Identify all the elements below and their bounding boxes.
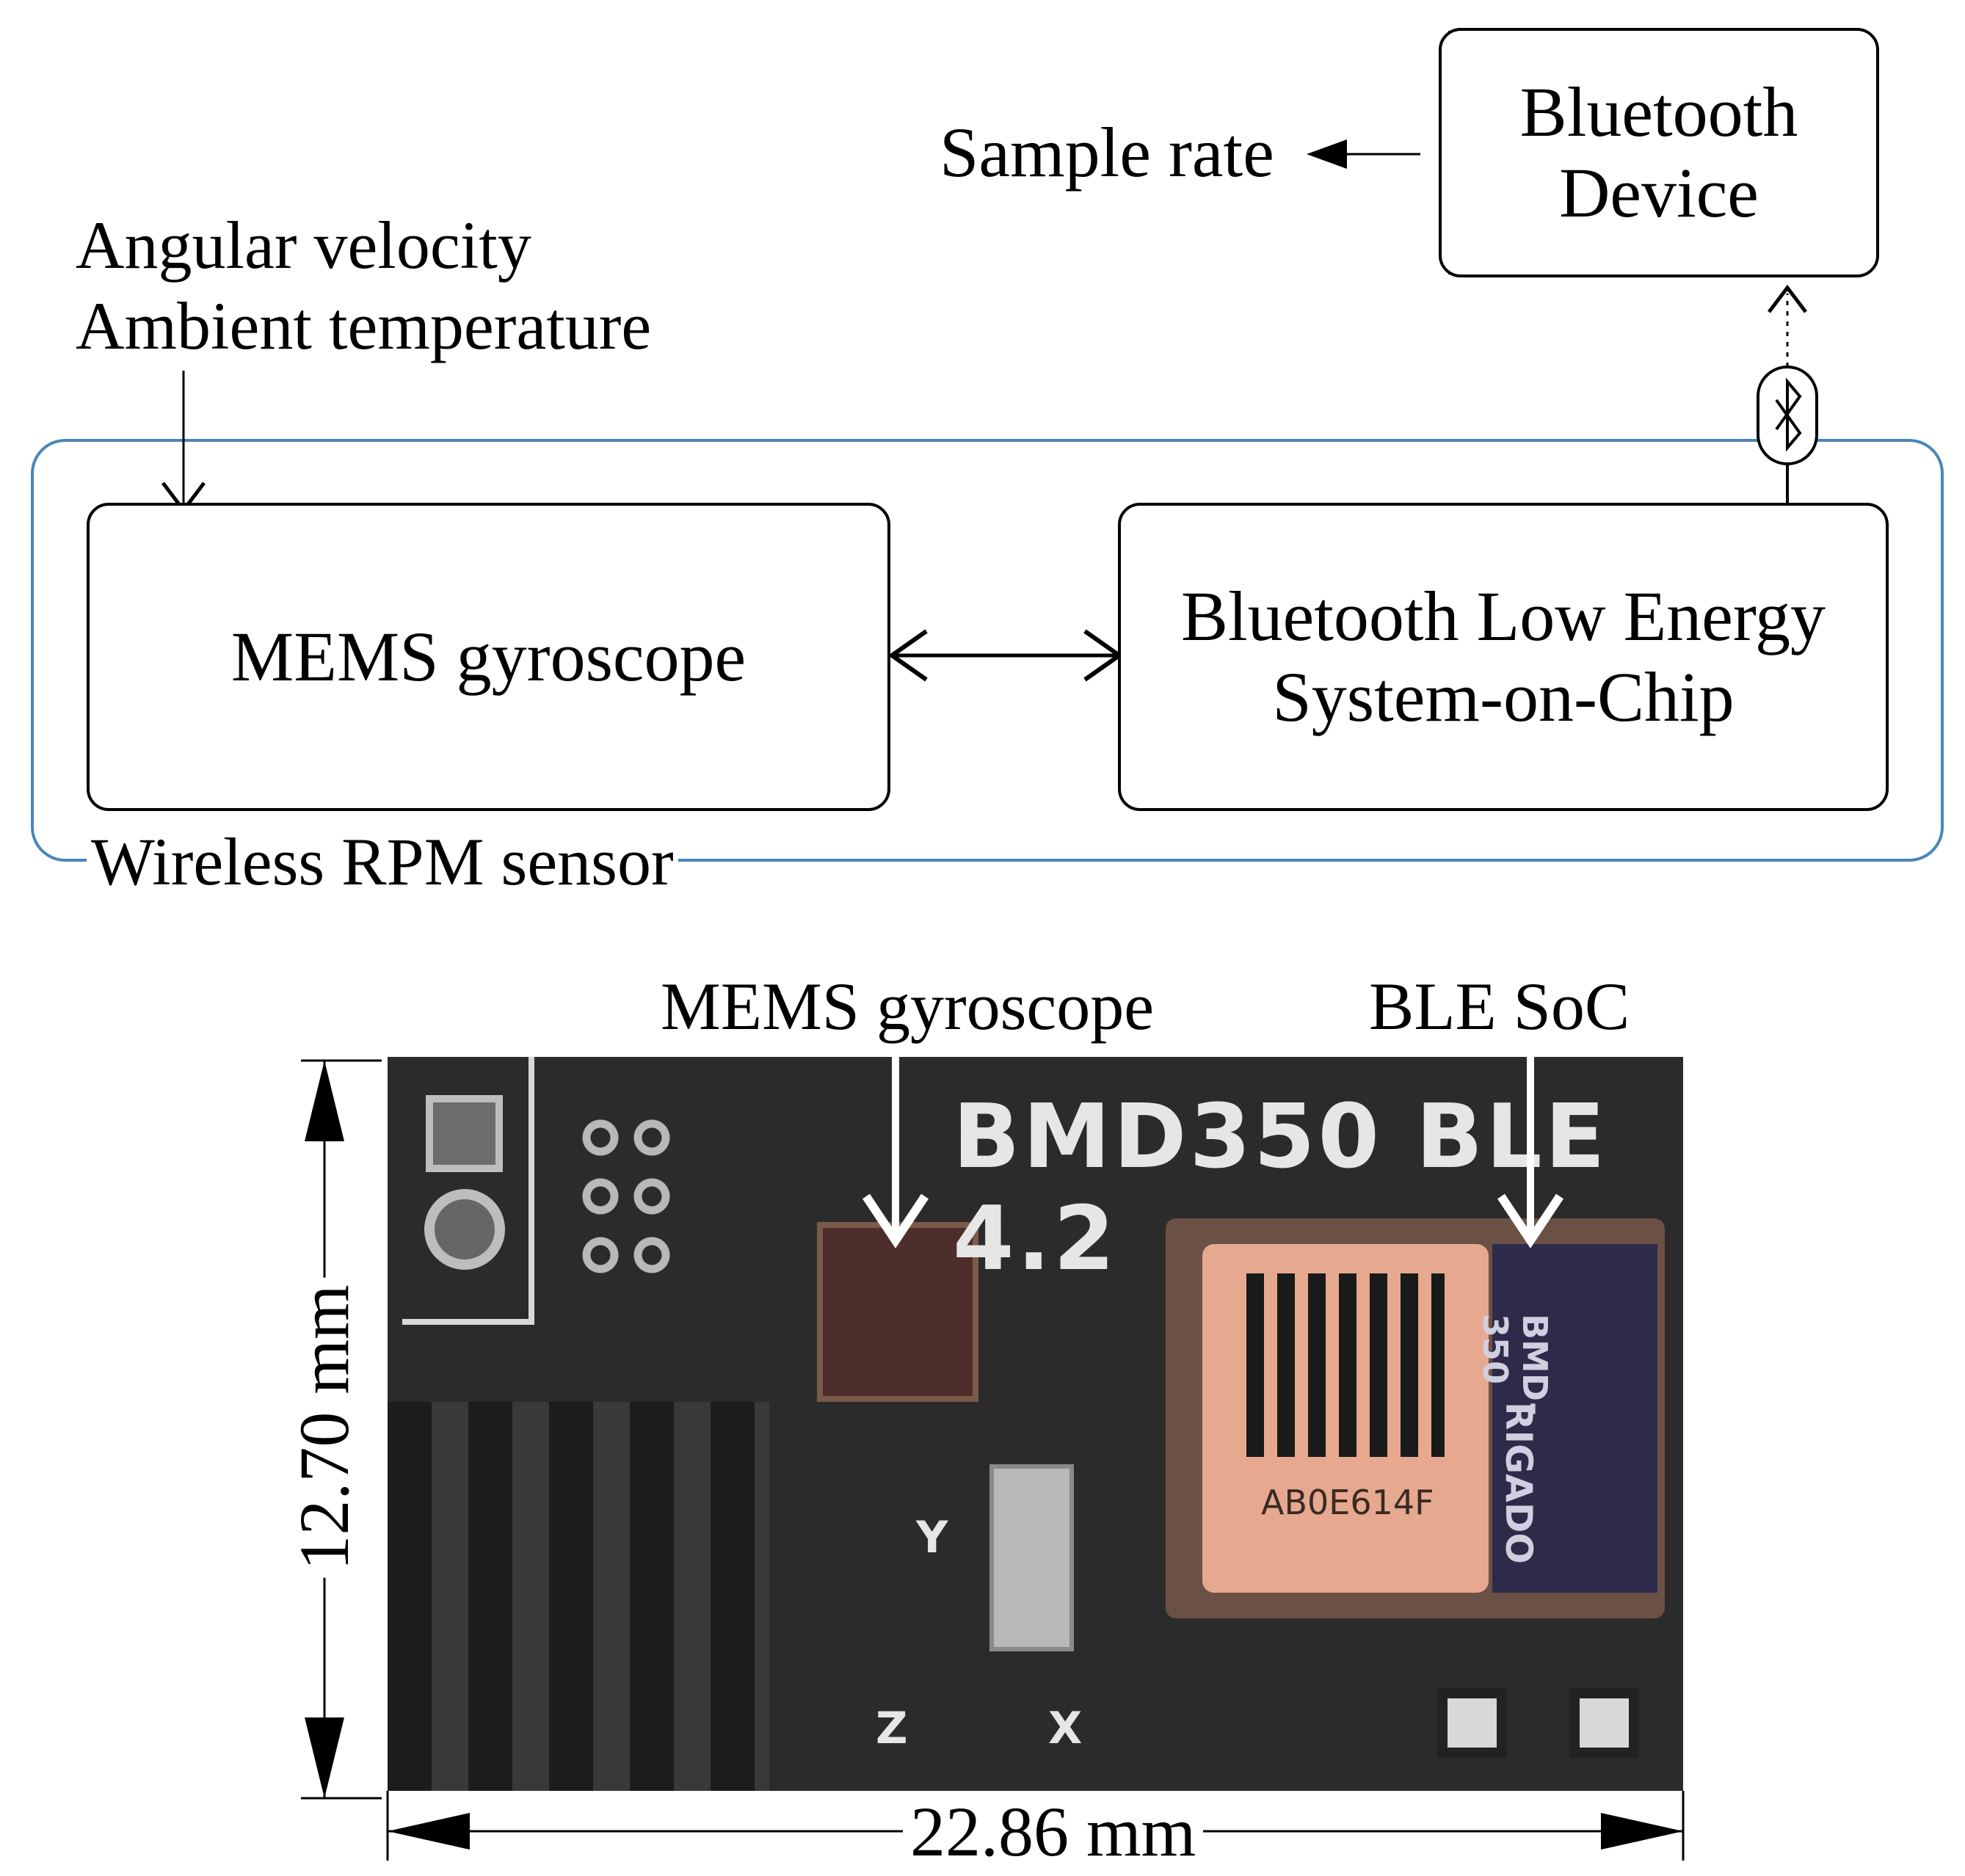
ble-soc-antenna-area <box>1492 1244 1657 1593</box>
pcb-photo: BMD350 BLE 4.2 Y Z X AB0E614F RIGADO BMD… <box>388 1057 1683 1791</box>
input-label-ambient-temperature: Ambient temperature <box>76 288 652 363</box>
ble-soc-datamatrix <box>1246 1273 1445 1457</box>
sample-rate-label: Sample rate <box>940 113 1274 192</box>
gyro-callout-arrowhead <box>862 1193 929 1248</box>
bluetooth-device-box: Bluetooth Device <box>1439 28 1879 277</box>
mems-gyroscope-box: MEMS gyroscope <box>87 503 890 811</box>
mems-gyroscope-label: MEMS gyroscope <box>230 617 747 696</box>
ble-soc-chip-code: AB0E614F <box>1261 1483 1434 1522</box>
height-dimension-label: 12.70 mm <box>285 1277 363 1578</box>
pcb-pad-square <box>426 1095 503 1172</box>
pcb-pad-bottom-right <box>1569 1688 1639 1758</box>
callout-ble-soc: BLE SoC <box>1369 969 1630 1044</box>
width-dim-arrow-left <box>388 1813 470 1850</box>
pcb-capacitor <box>989 1464 1074 1651</box>
axis-x-label: X <box>1048 1703 1083 1754</box>
axis-y-label: Y <box>916 1512 948 1563</box>
ble-uplink-arrowhead <box>1768 284 1807 313</box>
pcb-pad-bottom-left <box>1437 1688 1507 1758</box>
soc-callout-arrowhead <box>1497 1193 1563 1248</box>
pcb-silkscreen-board-text: BMD350 BLE 4.2 <box>953 1086 1608 1290</box>
wireless-rpm-sensor-label: Wireless RPM sensor <box>87 828 678 895</box>
gyro-ble-arrowhead-left <box>887 629 928 682</box>
width-dim-arrow-right <box>1601 1813 1683 1850</box>
pcb-connector-block <box>388 1402 769 1791</box>
callout-mems-gyroscope: MEMS gyroscope <box>661 969 1155 1044</box>
sensor-group-border <box>31 439 1944 862</box>
ble-soc-line2: System-on-Chip <box>1272 658 1735 736</box>
width-dimension-label: 22.86 mm <box>903 1797 1204 1867</box>
bluetooth-rune <box>1775 377 1802 452</box>
input-label-angular-velocity: Angular velocity <box>76 208 531 283</box>
axis-z-label: Z <box>876 1703 908 1754</box>
sample-rate-arrowhead <box>1307 139 1347 169</box>
bluetooth-device-line2: Device <box>1559 153 1759 232</box>
pcb-silk-outline <box>402 1057 534 1325</box>
ble-soc-box: Bluetooth Low Energy System-on-Chip <box>1118 503 1889 811</box>
height-dim-arrow-bottom <box>305 1717 344 1798</box>
height-dim-arrow-top <box>305 1061 344 1141</box>
pcb-via-grid <box>575 1112 678 1288</box>
bluetooth-device-line1: Bluetooth <box>1519 72 1798 151</box>
ble-soc-line1: Bluetooth Low Energy <box>1180 576 1826 655</box>
